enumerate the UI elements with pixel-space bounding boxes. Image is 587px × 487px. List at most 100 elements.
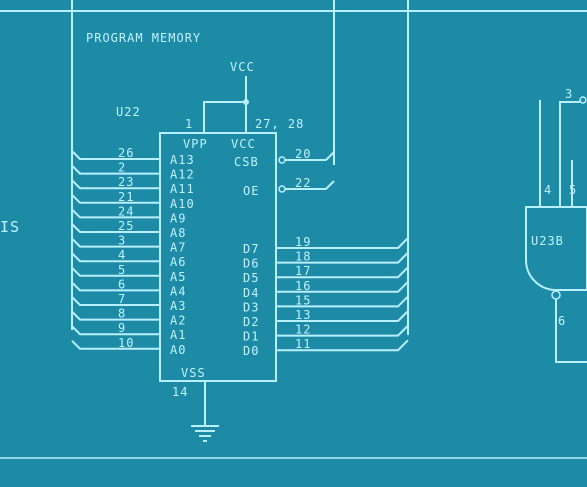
- address-pin-label: A4: [170, 284, 186, 298]
- address-pin-label: A1: [170, 328, 186, 342]
- address-pin-number: 4: [118, 248, 126, 262]
- data-wire: [276, 310, 409, 322]
- data-pin-number: 12: [295, 323, 311, 337]
- data-wire: [276, 324, 409, 337]
- data-pin-number: 19: [295, 235, 311, 249]
- address-pin-number: 21: [118, 190, 134, 204]
- gate-pin-b: 5: [569, 183, 577, 197]
- address-pin-label: A11: [170, 182, 195, 196]
- address-wire: [71, 194, 160, 204]
- address-wire: [71, 208, 160, 219]
- address-wire: [71, 296, 160, 306]
- vpp-label: VPP: [183, 137, 208, 151]
- ground-icon: [191, 425, 219, 442]
- data-pin-label: D6: [243, 257, 259, 271]
- address-pin-number: 10: [118, 336, 134, 350]
- data-pin-number: 18: [295, 250, 311, 264]
- nand-gate-body: [525, 206, 587, 291]
- address-wire: [71, 150, 160, 160]
- address-pin-label: A7: [170, 241, 186, 255]
- address-wire: [71, 179, 160, 190]
- address-pin-number: 6: [118, 277, 126, 291]
- address-pin-label: A6: [170, 255, 186, 269]
- address-pin-number: 9: [118, 321, 126, 335]
- gate-output-wire: [555, 299, 587, 363]
- address-pin-label: A13: [170, 153, 195, 167]
- oe-inversion-bubble: [278, 185, 286, 193]
- address-wire: [71, 340, 160, 350]
- vcc-pin-numbers: 27, 28: [255, 117, 304, 131]
- oe-label: OE: [243, 184, 259, 198]
- address-pin-number: 3: [118, 234, 126, 248]
- address-pin-label: A2: [170, 314, 186, 328]
- csb-label: CSB: [234, 155, 259, 169]
- csb-pin-number: 20: [295, 147, 311, 161]
- vss-label: VSS: [181, 366, 206, 380]
- data-wire: [276, 266, 409, 279]
- gate-pin-a: 4: [544, 183, 552, 197]
- gate-output-bubble: [551, 290, 561, 300]
- data-wire: [276, 251, 409, 264]
- address-wire: [71, 252, 160, 263]
- address-wire: [71, 237, 160, 248]
- address-pin-number: 7: [118, 292, 126, 306]
- address-pin-label: A3: [170, 299, 186, 313]
- vpp-tie-wire: [203, 101, 246, 133]
- data-wire: [276, 339, 409, 352]
- vcc-supply-label: VCC: [230, 60, 255, 74]
- gate-pin-top: 3: [565, 87, 573, 101]
- gate-input-a-wire: [559, 101, 580, 207]
- chip-ref: U22: [116, 105, 141, 119]
- address-wire: [71, 325, 160, 336]
- data-wire: [276, 237, 409, 249]
- address-wire: [71, 164, 160, 175]
- section-title: PROGRAM MEMORY: [86, 31, 201, 45]
- address-pin-label: A10: [170, 197, 195, 211]
- address-pin-number: 8: [118, 307, 126, 321]
- csb-bus-entry: [325, 151, 335, 161]
- gate-ref: U23B: [531, 234, 564, 248]
- address-pin-number: 5: [118, 263, 126, 277]
- data-pin-number: 17: [295, 264, 311, 278]
- address-wire: [71, 310, 160, 321]
- address-pin-label: A0: [170, 343, 186, 357]
- address-pin-label: A5: [170, 270, 186, 284]
- data-pin-label: D3: [243, 300, 259, 314]
- data-wire: [276, 295, 409, 308]
- data-pin-label: D1: [243, 330, 259, 344]
- data-pin-number: 16: [295, 279, 311, 293]
- gate-top-bubble: [579, 96, 587, 104]
- data-pin-label: D4: [243, 286, 259, 300]
- address-wire: [71, 267, 160, 277]
- vcc-label: VCC: [231, 137, 256, 151]
- address-wire: [71, 281, 160, 292]
- vpp-pin-number: 1: [185, 117, 193, 131]
- chip-body: [159, 132, 277, 382]
- address-pin-label: A9: [170, 211, 186, 225]
- gate-pin-out: 6: [558, 314, 566, 328]
- vss-pin-number: 14: [172, 385, 188, 399]
- address-pin-label: A12: [170, 168, 195, 182]
- data-pin-number: 15: [295, 293, 311, 307]
